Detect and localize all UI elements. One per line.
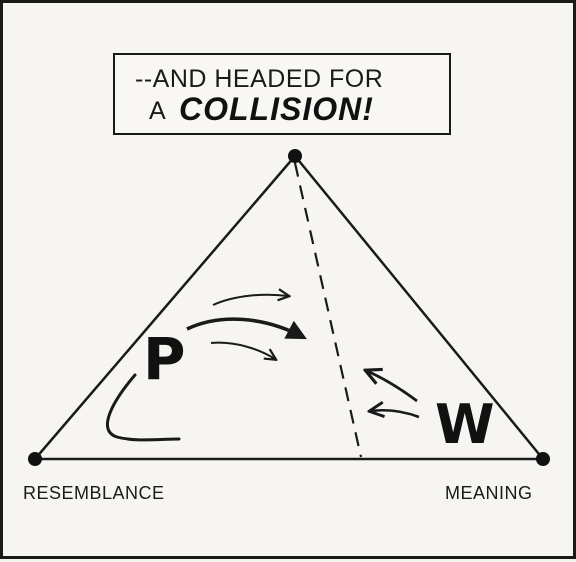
- caption-line-2-prefix: A: [149, 97, 166, 125]
- dashed-divider: [293, 162, 363, 458]
- p-arrow-upper: [212, 295, 288, 306]
- caption-box: --AND HEADED FOR A COLLISION!: [113, 53, 451, 135]
- left-edge: [34, 155, 296, 460]
- w-marker: W: [435, 393, 495, 456]
- triangle-diagram: [28, 149, 550, 466]
- p-arrow-lower: [210, 341, 275, 359]
- apex-dot: [288, 149, 302, 163]
- meaning-label: MEANING: [445, 483, 533, 503]
- right-vertex-dot: [536, 452, 550, 466]
- p-tail-curve: [106, 373, 181, 442]
- right-edge: [294, 155, 544, 460]
- caption-emphasis: COLLISION!: [179, 91, 374, 127]
- caption-line-1: --AND HEADED FOR: [135, 65, 384, 93]
- left-vertex-dot: [28, 452, 42, 466]
- w-arrow-lower: [371, 410, 420, 419]
- p-marker: P: [143, 325, 186, 393]
- resemblance-label: RESEMBLANCE: [23, 483, 165, 503]
- p-arrow-middle: [186, 317, 303, 337]
- w-arrow-upper: [367, 371, 418, 403]
